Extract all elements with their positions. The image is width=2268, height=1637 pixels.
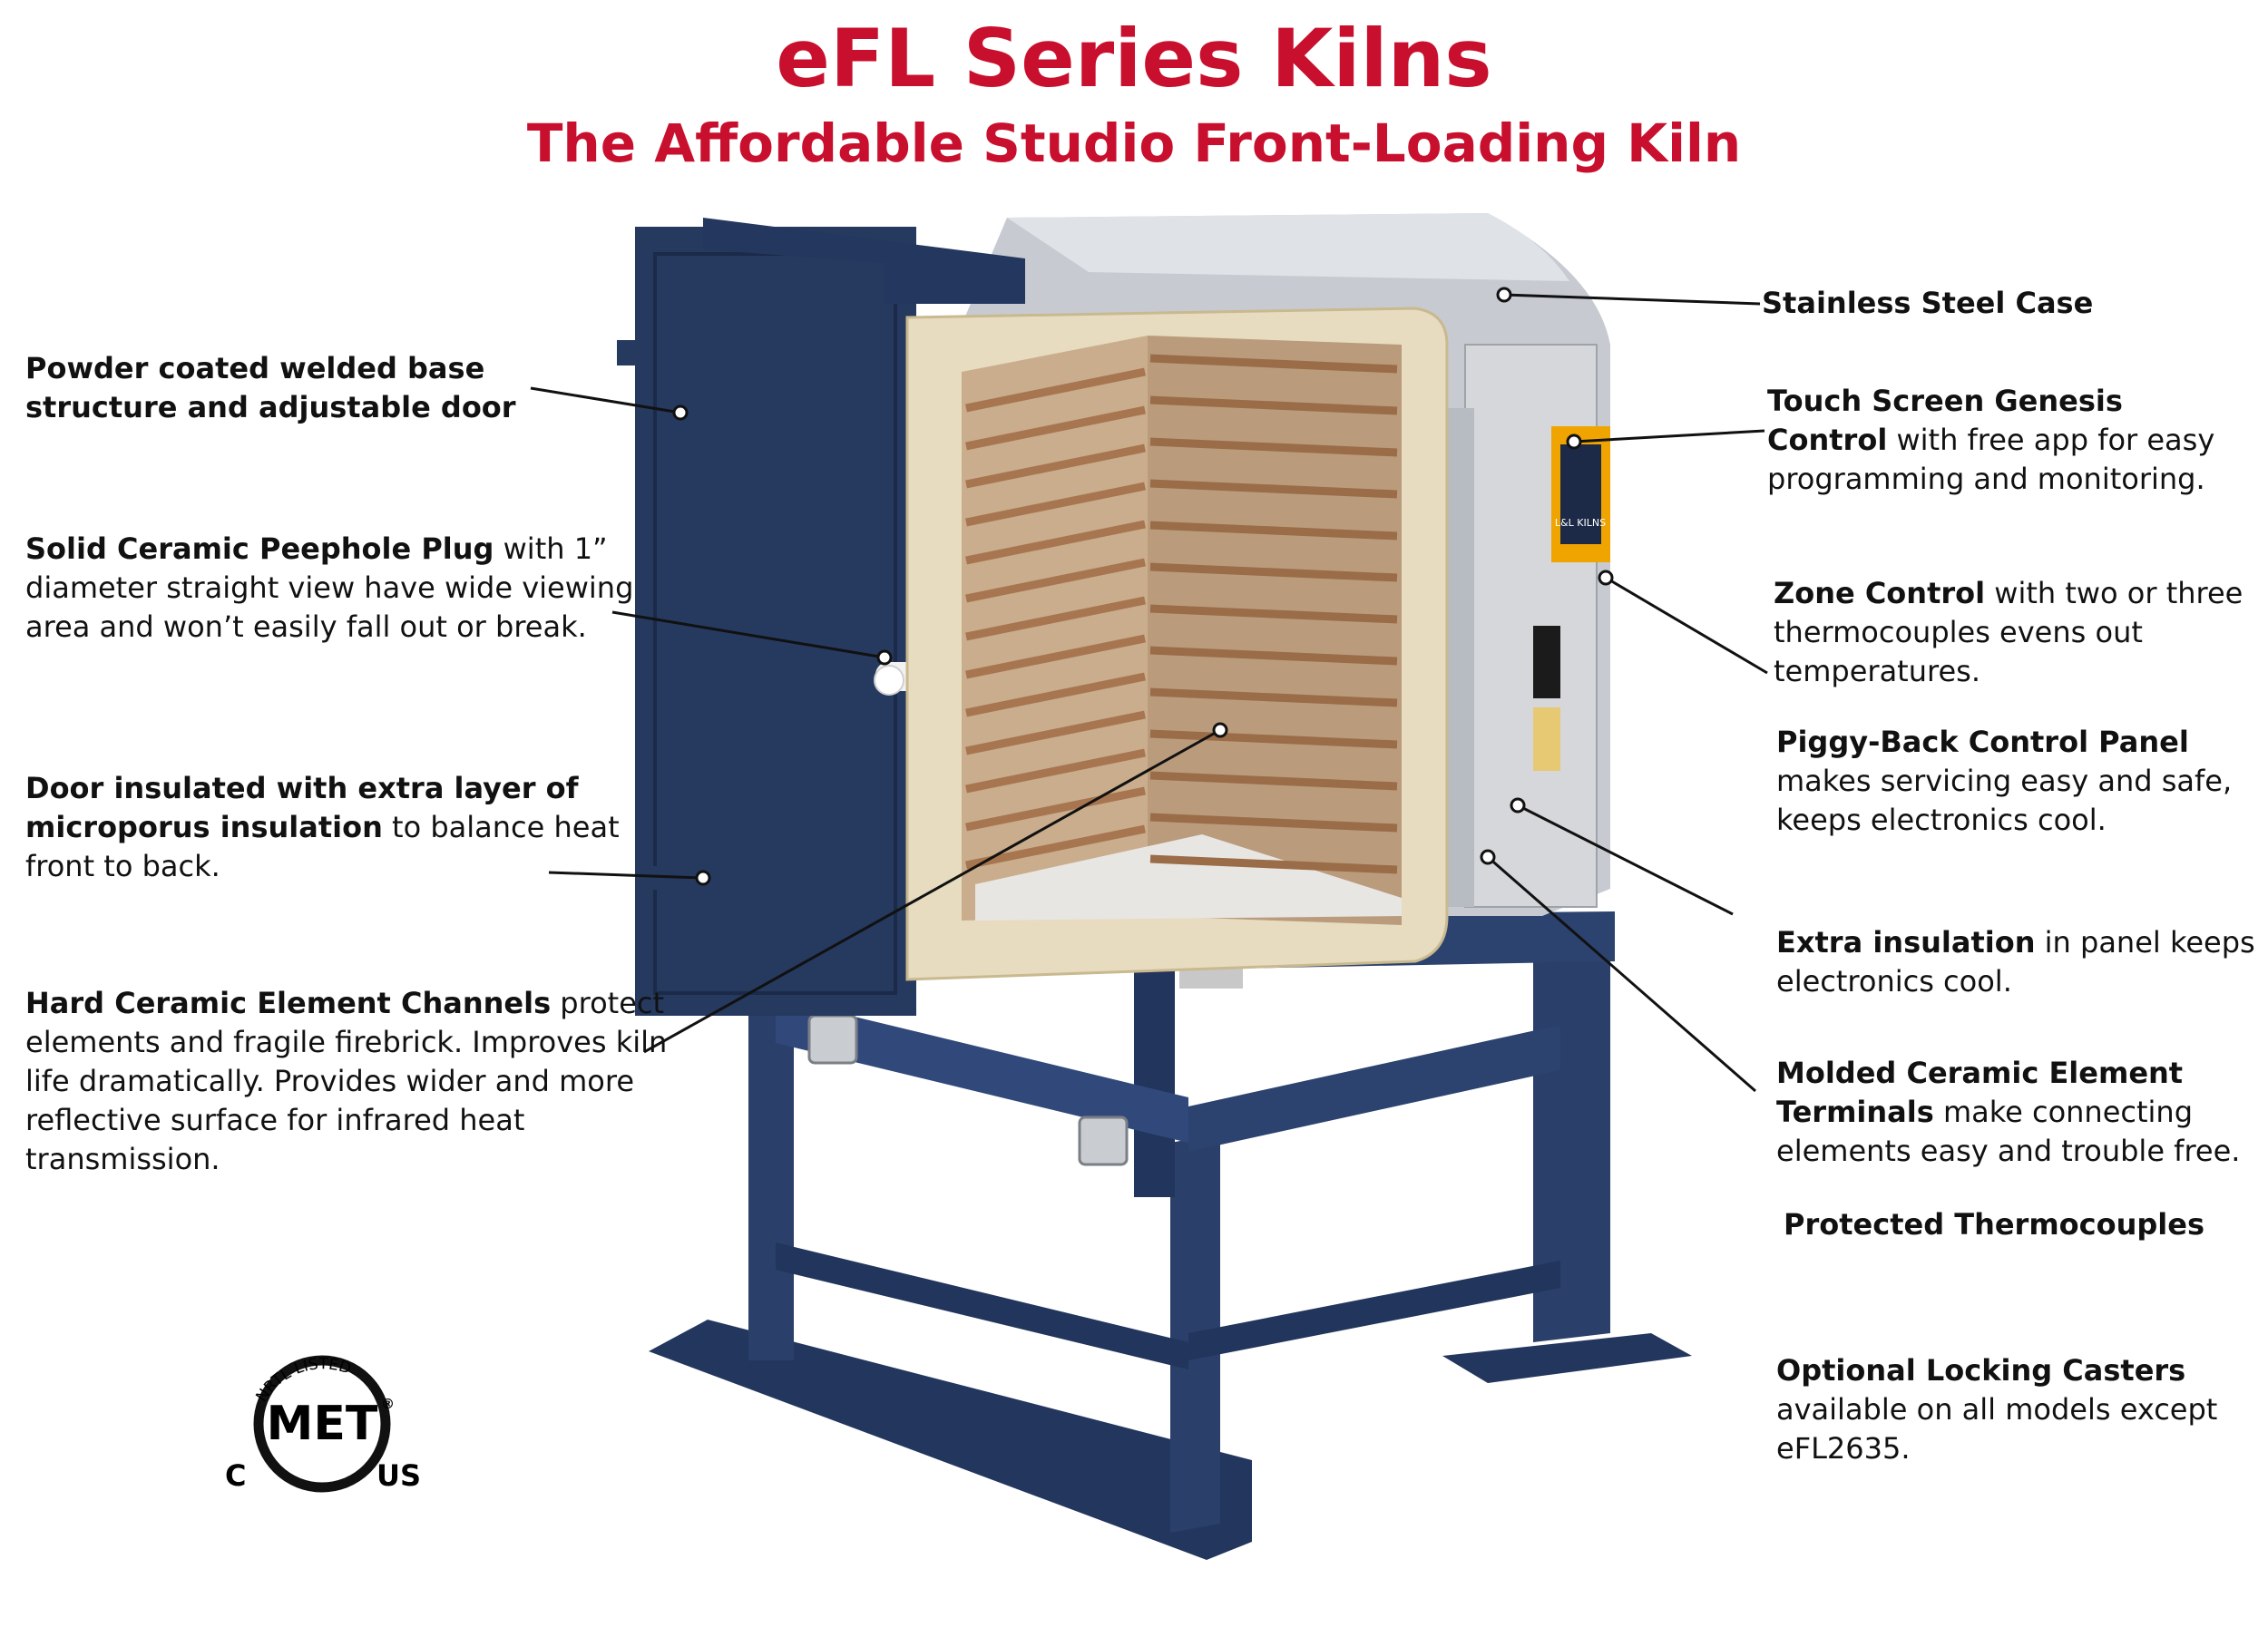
met-c-text: C (225, 1458, 246, 1493)
callout-thermocouples-bold: Protected Thermocouples (1784, 1207, 2205, 1242)
panel-label: L&L KILNS (1555, 517, 1606, 529)
callout-piggy-back-bold: Piggy-Back Control Panel (1776, 725, 2189, 759)
leader-molded (1487, 855, 1756, 1093)
callout-piggy-back: Piggy-Back Control Panel makes servicing… (1776, 723, 2248, 840)
callout-touch-screen: Touch Screen Genesis Control with free a… (1767, 382, 2239, 499)
leader-dot-door (695, 870, 711, 886)
element-channel (1149, 646, 1398, 666)
callout-piggy-back-text: makes servicing easy and safe, keeps ele… (1776, 764, 2233, 837)
callout-extra-insulation-bold: Extra insulation (1776, 925, 2036, 960)
callout-stainless-case-bold: Stainless Steel Case (1762, 286, 2094, 320)
leader-dot-powder (672, 404, 689, 421)
kiln-door (617, 218, 1025, 1016)
element-channel (1149, 687, 1398, 707)
leader-dot-peephole (876, 649, 893, 666)
callout-thermocouples: Protected Thermocouples (1784, 1205, 2255, 1244)
callout-peephole-plug: Solid Ceramic Peephole Plug with 1” diam… (25, 530, 642, 647)
leader-extra (1517, 804, 1734, 916)
element-channel (965, 482, 1146, 527)
leader-touch (1573, 429, 1765, 443)
page-title: eFL Series Kilns (776, 12, 1492, 105)
page-subtitle: The Affordable Studio Front-Loading Kiln (526, 112, 1742, 174)
callout-zone-control: Zone Control with two or three thermocou… (1774, 574, 2245, 691)
callout-casters-bold: Optional Locking Casters (1776, 1353, 2186, 1388)
firebrick-wall (905, 307, 1449, 981)
callout-element-channels-bold: Hard Ceramic Element Channels (25, 986, 552, 1020)
callout-zone-control-bold: Zone Control (1774, 576, 1986, 610)
leader-dot-case (1496, 287, 1512, 303)
element-channel (965, 367, 1146, 413)
leader-channels (643, 728, 1221, 1054)
met-us-text: US (376, 1458, 421, 1493)
element-channel (1149, 729, 1398, 749)
callout-door-insulated-text: to balance heat front to back. (25, 810, 620, 883)
met-listed-logo: NRTL LISTED MET ® C US (225, 1355, 421, 1493)
element-channel (1149, 395, 1398, 415)
leader-case (1503, 293, 1761, 306)
callout-peephole-plug-bold: Solid Ceramic Peephole Plug (25, 531, 494, 566)
callout-powder-coated: Powder coated welded base structure and … (25, 349, 533, 427)
element-channel (1149, 813, 1398, 833)
element-channel (1149, 521, 1398, 541)
element-channel (1149, 854, 1398, 874)
callout-powder-coated-bold: Powder coated welded base structure and … (25, 351, 516, 424)
leader-peephole (611, 610, 885, 659)
element-channel (1149, 604, 1398, 624)
callout-door-insulated: Door insulated with extra layer of micro… (25, 769, 642, 886)
callout-stainless-case: Stainless Steel Case (1762, 284, 2234, 323)
element-channel (965, 520, 1146, 565)
element-channel (1149, 354, 1398, 374)
element-channel (1149, 771, 1398, 791)
element-channel (965, 443, 1146, 489)
leader-powder (530, 386, 681, 414)
element-channel (965, 672, 1146, 717)
element-channel (1149, 479, 1398, 499)
leader-dot-molded (1480, 849, 1496, 865)
element-channel (965, 634, 1146, 679)
element-channel (965, 748, 1146, 794)
element-channels (965, 354, 1398, 874)
callout-zone-control-text: with two or three thermocouples evens ou… (1774, 576, 2244, 688)
leader-dot-zone (1598, 570, 1614, 586)
element-channel (965, 596, 1146, 641)
met-main-text: MET (267, 1397, 378, 1451)
callout-molded-terminals: Molded Ceramic Element Terminals make co… (1776, 1054, 2257, 1171)
callout-extra-insulation: Extra insulation in panel keeps electron… (1776, 923, 2257, 1001)
leader-dot-extra (1510, 797, 1526, 814)
element-channel (965, 786, 1146, 832)
kiln-stand (649, 911, 1692, 1560)
element-channel (965, 405, 1146, 451)
callout-peephole-plug-text: with 1” diameter straight view have wide… (25, 531, 634, 644)
callout-casters-text: available on all models except eFL2635. (1776, 1392, 2218, 1466)
callout-door-insulated-bold: Door insulated with extra layer of micro… (25, 771, 579, 844)
element-channel (1149, 562, 1398, 582)
leader-door (548, 871, 704, 880)
callout-touch-screen-bold: Touch Screen Genesis Control (1767, 384, 2123, 457)
leader-zone (1605, 576, 1768, 675)
callout-extra-insulation-text: in panel keeps electronics cool. (1776, 925, 2255, 999)
callout-touch-screen-text: with free app for easy programming and m… (1767, 423, 2215, 496)
element-channel (965, 710, 1146, 755)
callout-element-channels-text: protect elements and fragile firebrick. … (25, 986, 668, 1176)
leader-dot-channels (1212, 722, 1228, 738)
element-channel (1149, 437, 1398, 457)
callout-molded-terminals-text: make connecting elements easy and troubl… (1776, 1095, 2241, 1168)
callout-casters: Optional Locking Casters available on al… (1776, 1351, 2248, 1468)
element-channel (965, 824, 1146, 870)
callout-element-channels: Hard Ceramic Element Channels protect el… (25, 984, 670, 1179)
callout-molded-terminals-bold: Molded Ceramic Element Terminals (1776, 1056, 2184, 1129)
element-channel (965, 558, 1146, 603)
leader-dot-touch (1566, 434, 1582, 450)
met-registered-mark: ® (381, 1396, 395, 1412)
